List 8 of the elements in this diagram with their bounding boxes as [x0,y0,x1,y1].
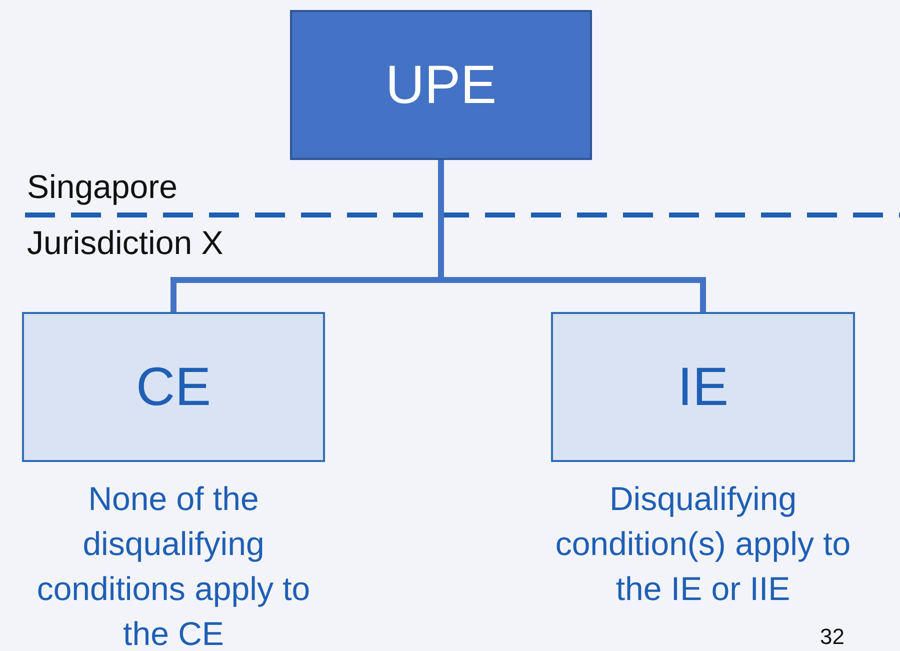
entity-box: CE [22,312,325,462]
region-label: Singapore [27,168,178,206]
caption-text: None of the disqualifying conditions apply to the CE [36,479,312,651]
caption-text: Disqualifying condition(s) apply to the IE or IIE [554,479,852,609]
region-label: Jurisdiction X [27,224,224,262]
entity-box: IE [551,312,855,462]
page-number: 32 [820,624,844,650]
entity-box: UPE [290,10,592,160]
